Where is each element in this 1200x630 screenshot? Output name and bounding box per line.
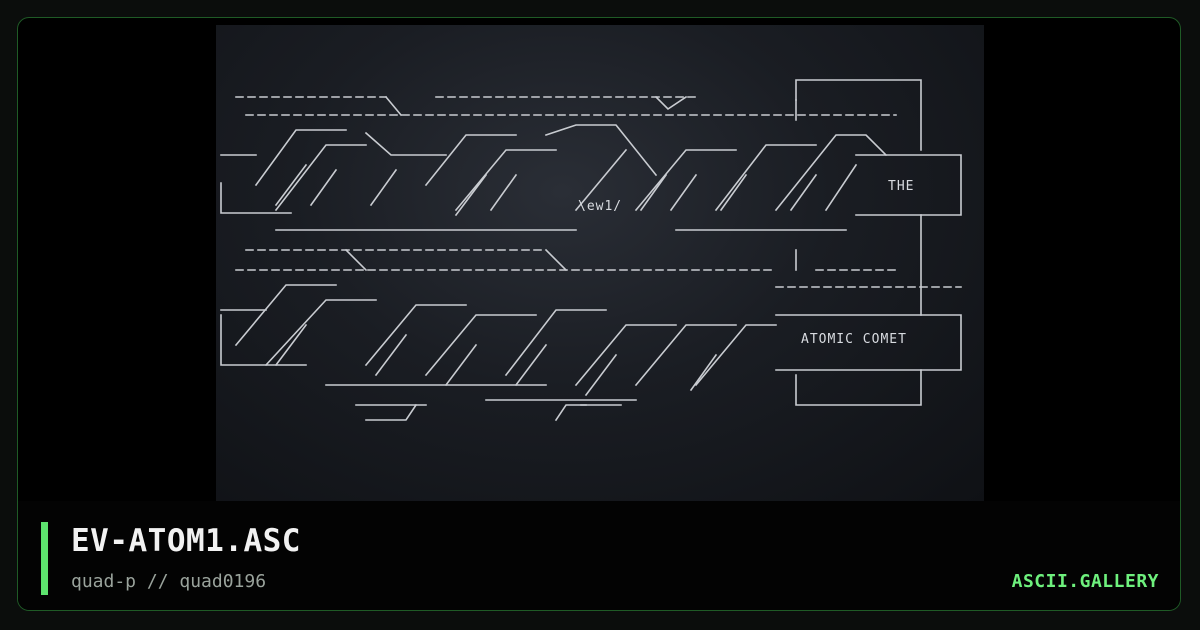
- site-brand[interactable]: ASCII.GALLERY: [1011, 571, 1159, 592]
- accent-bar: [41, 522, 48, 595]
- ascii-art-drawing: \ew1/ THE ATOMIC COMET: [220, 79, 962, 422]
- footer-bar: EV-ATOM1.ASC quad-p // quad0196 ASCII.GA…: [18, 501, 1180, 610]
- artwork-tag: \ew1/: [578, 199, 622, 214]
- artwork-box-top-label: THE: [888, 179, 914, 194]
- artwork-box-bottom-label: ATOMIC COMET: [801, 332, 907, 347]
- preview-card: \ew1/ THE ATOMIC COMET EV-ATOM1.ASC quad…: [17, 17, 1181, 611]
- ascii-artwork: \ew1/ THE ATOMIC COMET: [216, 25, 984, 501]
- artwork-title: EV-ATOM1.ASC: [71, 523, 301, 559]
- artist-byline: quad-p // quad0196: [71, 571, 267, 592]
